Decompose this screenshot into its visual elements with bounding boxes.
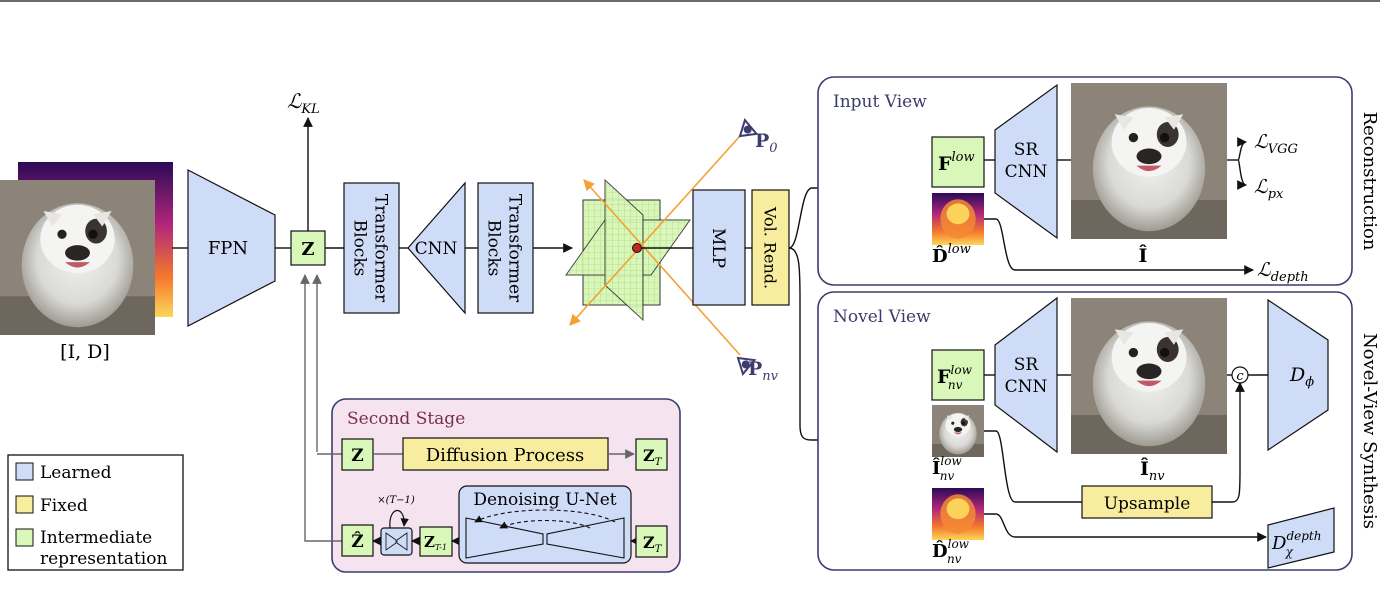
unet-skip-outer: [474, 509, 616, 523]
ray-pnv: [583, 179, 741, 356]
cnn-label: CNN: [415, 239, 458, 259]
transformer-block-1-label: TransformerBlocks: [350, 194, 391, 303]
mini-unet-right: [396, 532, 408, 551]
d-low-label: D̂low: [932, 242, 971, 267]
diffusion-label: Diffusion Process: [426, 445, 584, 466]
ss-zhat-label: Ẑ: [351, 531, 363, 552]
input-label: [I, D]: [60, 341, 110, 363]
legend-swatch-intermediate: [15, 528, 34, 547]
sr-cnn-block: [994, 83, 1058, 240]
ss-zt2-label: ZT: [643, 533, 663, 555]
latent-z-box: [290, 230, 326, 266]
camera-p0-label: P0: [755, 130, 778, 156]
repeat-loop: [389, 509, 409, 529]
fpn-label: FPN: [208, 238, 248, 259]
ss-z-box: [341, 438, 374, 471]
unet-encoder: [465, 517, 544, 559]
edge-dlow-ddepth: [984, 513, 1267, 542]
sr-cnn-nv-block: [994, 296, 1058, 454]
i-hat-nv-image: [1071, 298, 1227, 454]
mlp-block: [692, 189, 746, 306]
legend-label-learned: Learned: [40, 463, 112, 483]
volrend-label: Vol. Rend.: [761, 206, 780, 289]
fpn-block: [187, 169, 276, 327]
novel-view-side-label: Novel-View Synthesis: [1359, 333, 1380, 529]
edge-to-px: [1237, 159, 1247, 190]
i-hat-image: [1071, 83, 1227, 239]
ray-p0: [569, 135, 741, 326]
second-stage-title: Second Stage: [347, 409, 465, 429]
f-low-box: [931, 136, 985, 188]
d-low-image: [932, 193, 984, 245]
i-low-nv-image: [932, 405, 984, 457]
ss-zt1-label: ZT-1: [424, 533, 447, 552]
camera-icon: [736, 356, 757, 376]
transformer-block-2: [477, 182, 534, 314]
i-hat-nv-label: Înv: [1140, 457, 1165, 484]
ss-z-label: Z: [351, 446, 363, 466]
volrend-block: [751, 189, 790, 306]
input-view-title: Input View: [833, 92, 927, 112]
input-rgb-image: [0, 180, 155, 335]
ss-zt-box: [635, 438, 668, 471]
f-low-nv-box: [931, 349, 985, 401]
edge-zhat-to-z: [300, 274, 342, 542]
triplane-grid-icon: [565, 178, 691, 322]
edge-upsample-concat: [1212, 382, 1245, 503]
legend-label-fixed: Fixed: [40, 496, 88, 516]
legend-label-representation: representation: [40, 549, 167, 569]
ss-zt1-box: [419, 526, 453, 557]
discriminator-phi: [1267, 298, 1329, 452]
legend-box: [7, 454, 184, 571]
ss-zt2-box: [635, 525, 668, 558]
edge-d-low-depth-loss: [984, 218, 1254, 275]
camera-icon: [738, 118, 759, 138]
legend-swatch-fixed: [15, 495, 34, 514]
sample-point: [632, 243, 642, 253]
kl-loss-label: ℒKL: [287, 89, 320, 117]
d-low-nv-image: [932, 488, 984, 540]
f-low-label: Flow: [938, 150, 975, 175]
loss-depth-label: ℒdepth: [1257, 259, 1309, 285]
diffusion-process-block: [402, 437, 609, 471]
novel-view-title: Novel View: [833, 307, 931, 327]
unet-skip-inner: [499, 519, 591, 529]
edge-volrend-input-view: [788, 183, 931, 249]
mlp-label: MLP: [708, 228, 728, 268]
upsample-label: Upsample: [1104, 494, 1191, 514]
legend-label-intermediate: Intermediate: [40, 528, 152, 548]
i-hat-label: Î: [1139, 244, 1148, 267]
concat-label: c: [1236, 369, 1244, 384]
mini-unet-left: [385, 532, 397, 551]
loss-vgg-label: ℒVGG: [1254, 131, 1298, 157]
edge-volrend-novel-view: [788, 247, 931, 445]
loss-px-label: ℒpx: [1254, 176, 1284, 202]
ss-zt-label: ZT: [643, 446, 663, 468]
legend-swatch-learned: [15, 462, 34, 481]
edge-ilow-upsample: [984, 430, 1082, 503]
repeat-label: ×(T−1): [377, 495, 415, 506]
camera-pnv-label: Pnv: [748, 358, 779, 384]
transformer-block-2-label: TransformerBlocks: [484, 194, 525, 303]
unet-label: Denoising U-Net: [473, 490, 616, 510]
transformer-block-1: [343, 182, 400, 314]
ss-zhat-box: [341, 524, 374, 557]
discriminator-depth: [1267, 507, 1335, 569]
edge-to-vgg: [1237, 137, 1247, 161]
d-phi-label: Dϕ: [1289, 364, 1314, 390]
unet-decoder: [546, 517, 625, 559]
input-view-side-label: Reconstruction: [1359, 112, 1380, 251]
upsample-block: [1081, 485, 1213, 519]
latent-z-label: Z: [301, 239, 314, 260]
